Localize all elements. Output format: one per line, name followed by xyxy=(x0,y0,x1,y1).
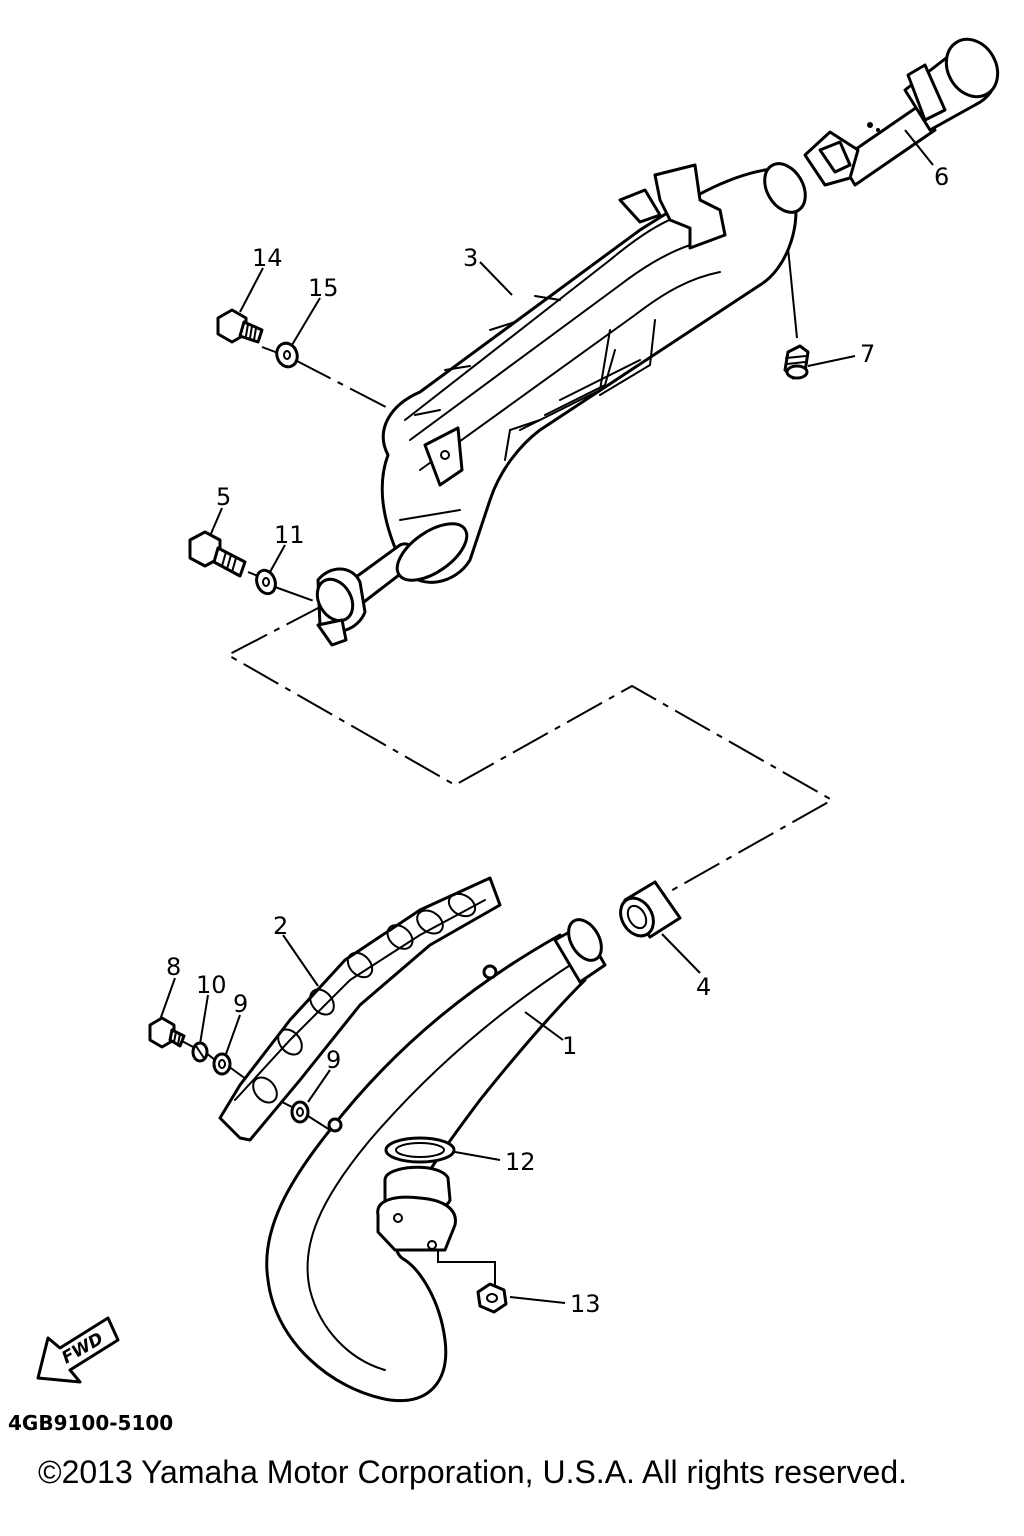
washer-part-15 xyxy=(275,341,299,369)
lock-washer-part-10 xyxy=(191,1041,209,1063)
gasket-part-4 xyxy=(619,880,682,939)
callout-9-outer: 9 xyxy=(233,990,248,1018)
washer-part-9-inner xyxy=(290,1100,310,1124)
washer-part-11 xyxy=(255,568,277,596)
forward-arrow-icon: FWD xyxy=(36,1316,120,1384)
callout-3: 3 xyxy=(463,244,478,272)
bolt-part-14 xyxy=(216,308,264,344)
callout-12: 12 xyxy=(505,1148,536,1176)
callout-leaders xyxy=(159,129,934,1304)
callout-14: 14 xyxy=(252,244,283,272)
callout-6: 6 xyxy=(934,163,949,191)
pipe-flange xyxy=(376,1165,457,1252)
callout-labels: 1 2 3 4 5 6 7 8 9 9 10 11 12 13 14 15 xyxy=(166,163,949,1318)
callout-10: 10 xyxy=(196,971,227,999)
callout-11: 11 xyxy=(274,521,305,549)
callout-8: 8 xyxy=(166,953,181,981)
protector-part-2 xyxy=(218,876,502,1142)
callout-1: 1 xyxy=(562,1032,577,1060)
gasket-part-12 xyxy=(384,1136,456,1164)
screw-part-7 xyxy=(783,344,810,380)
copyright-notice: ©2013 Yamaha Motor Corporation, U.S.A. A… xyxy=(38,1454,907,1490)
callout-15: 15 xyxy=(308,274,339,302)
callout-13: 13 xyxy=(570,1290,601,1318)
callout-7: 7 xyxy=(860,340,875,368)
diagram-code: 4GB9100-5100 xyxy=(8,1411,173,1435)
tail-pipe-part-6 xyxy=(803,37,1000,187)
callout-2: 2 xyxy=(273,912,288,940)
bolt-part-5 xyxy=(188,530,247,578)
callout-9-inner: 9 xyxy=(326,1046,341,1074)
bolt-part-8 xyxy=(148,1016,186,1049)
washer-part-9-outer xyxy=(212,1052,232,1076)
nut-part-13 xyxy=(476,1282,508,1314)
callout-5: 5 xyxy=(216,483,231,511)
callout-4: 4 xyxy=(696,973,711,1001)
muffler-part-3 xyxy=(315,162,807,647)
